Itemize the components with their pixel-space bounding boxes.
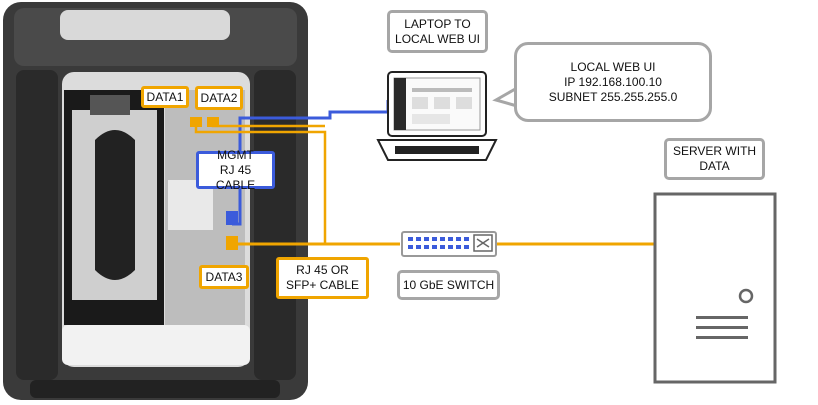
switch-label: 10 GbE SWITCH — [397, 270, 500, 300]
server-icon — [653, 192, 777, 384]
data3-label: DATA3 — [199, 265, 249, 289]
data1-label: DATA1 — [141, 86, 189, 108]
data-cable-2 — [211, 120, 325, 128]
callout-tail — [492, 86, 518, 108]
data-cable-1 — [194, 120, 327, 244]
mgmt-cable-label: MGMT RJ 45 CABLE — [196, 148, 275, 192]
laptop-title-label: LAPTOP TO LOCAL WEB UI — [387, 10, 488, 53]
data2-label: DATA2 — [195, 86, 243, 110]
laptop-icon — [376, 71, 498, 161]
server-label: SERVER WITH DATA — [664, 138, 765, 180]
switch-icon — [401, 231, 497, 257]
local-web-ui-callout: LOCAL WEB UI IP 192.168.100.10 SUBNET 25… — [514, 42, 712, 122]
rj45-sfp-cable-label: RJ 45 OR SFP+ CABLE — [276, 257, 369, 299]
mgmt-port — [226, 211, 238, 225]
appliance-device — [3, 2, 308, 400]
